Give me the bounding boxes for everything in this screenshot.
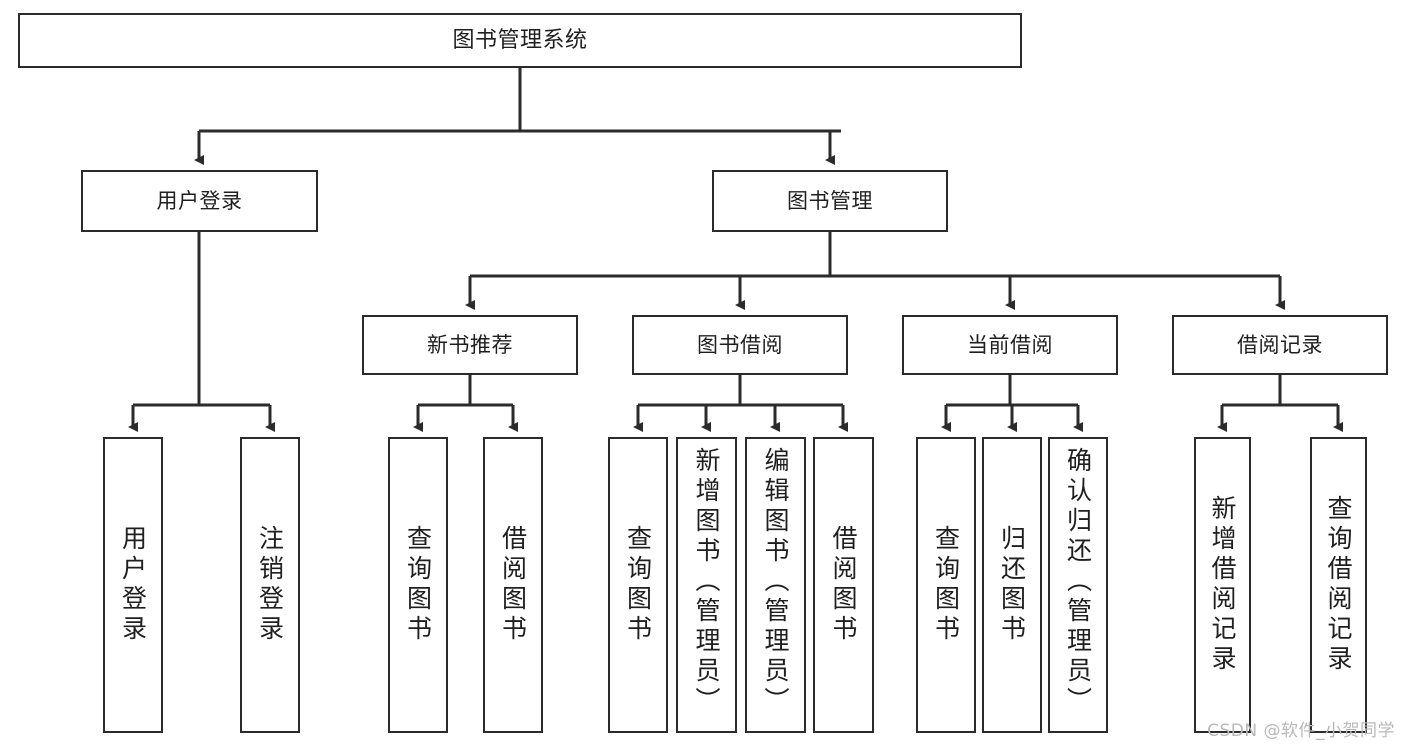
node-label: 用户登录 (118, 525, 148, 645)
node-current-borrow[interactable]: 当前借阅 (902, 315, 1118, 375)
node-label: 图书管理系统 (452, 27, 588, 53)
node-leaf-query-book-recommend[interactable]: 查询图书 (388, 437, 448, 733)
node-leaf-borrow-book-recommend[interactable]: 借阅图书 (483, 437, 543, 733)
node-label: 查询借阅记录 (1324, 495, 1353, 675)
node-label: 借阅记录 (1237, 332, 1323, 357)
node-new-book-recommend[interactable]: 新书推荐 (362, 315, 578, 375)
node-label: 借阅图书 (498, 525, 528, 645)
node-label: 归还图书 (997, 525, 1027, 645)
node-leaf-confirm-return-admin[interactable]: 确认归还（管理员） (1048, 437, 1108, 733)
node-label: 新增借阅记录 (1208, 495, 1237, 675)
node-book-management[interactable]: 图书管理 (712, 170, 948, 232)
node-label: 用户登录 (156, 188, 243, 213)
node-label: 注销登录 (255, 525, 285, 645)
node-label: 新增图书（管理员） (692, 447, 721, 717)
node-leaf-query-book-borrow[interactable]: 查询图书 (608, 437, 668, 733)
node-borrow-record[interactable]: 借阅记录 (1172, 315, 1388, 375)
node-label: 图书借阅 (697, 332, 783, 357)
node-label: 图书管理 (787, 188, 873, 213)
node-leaf-user-login[interactable]: 用户登录 (103, 437, 163, 733)
node-root-system[interactable]: 图书管理系统 (18, 13, 1022, 68)
node-leaf-return-book[interactable]: 归还图书 (982, 437, 1042, 733)
node-leaf-add-book-admin[interactable]: 新增图书（管理员） (676, 437, 737, 733)
node-label: 编辑图书（管理员） (761, 447, 790, 717)
node-leaf-borrow-book[interactable]: 借阅图书 (813, 437, 874, 733)
node-book-borrow[interactable]: 图书借阅 (632, 315, 848, 375)
node-leaf-add-borrow-record[interactable]: 新增借阅记录 (1194, 437, 1251, 733)
node-label: 确认归还（管理员） (1063, 447, 1093, 717)
node-leaf-query-book-current[interactable]: 查询图书 (916, 437, 976, 733)
node-label: 查询图书 (403, 525, 433, 645)
node-label: 查询图书 (931, 525, 961, 645)
node-label: 新书推荐 (427, 332, 513, 357)
node-label: 查询图书 (623, 525, 653, 645)
node-label: 借阅图书 (829, 525, 858, 645)
node-leaf-query-borrow-record[interactable]: 查询借阅记录 (1310, 437, 1367, 733)
node-leaf-edit-book-admin[interactable]: 编辑图书（管理员） (745, 437, 806, 733)
node-label: 当前借阅 (967, 332, 1053, 357)
node-leaf-logout[interactable]: 注销登录 (240, 437, 300, 733)
node-user-login[interactable]: 用户登录 (81, 170, 318, 232)
